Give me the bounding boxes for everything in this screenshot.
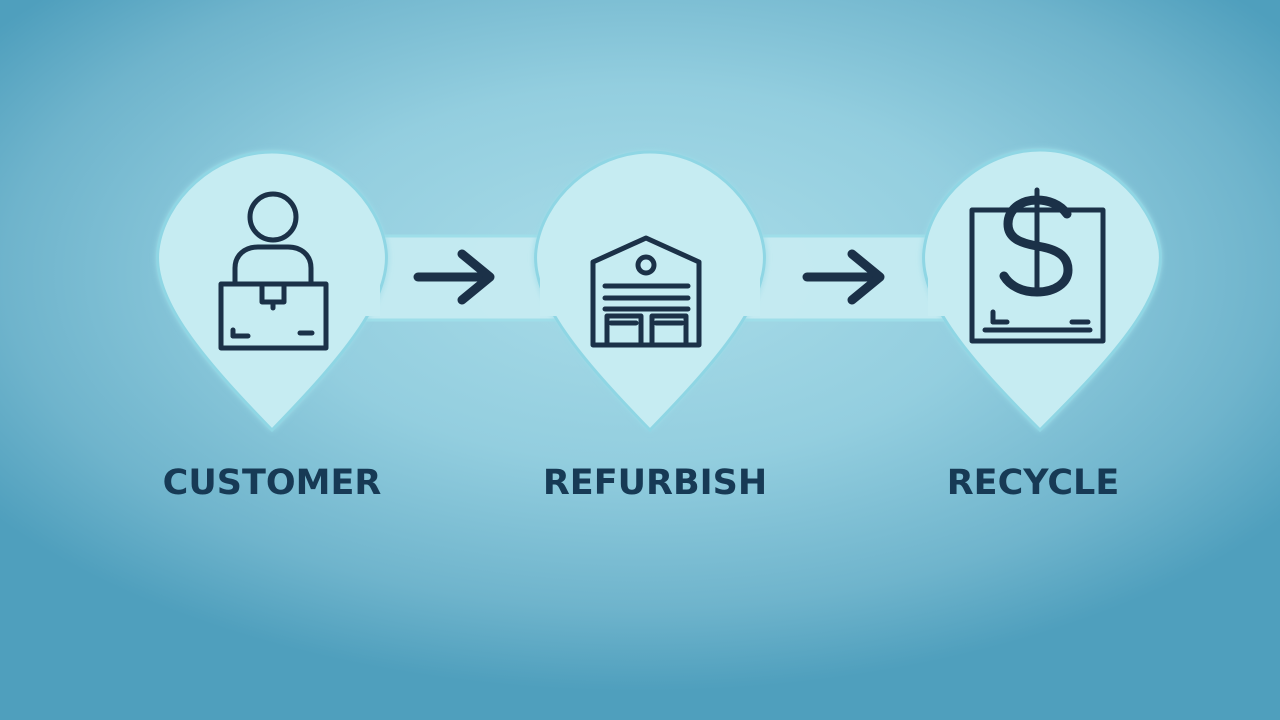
step-label-recycle: RECYCLE <box>946 463 1120 503</box>
pin-refurbish <box>534 150 766 433</box>
dollar-box-icon <box>969 187 1106 344</box>
person-with-box-icon <box>218 191 329 351</box>
arrow-right-icon <box>802 249 885 305</box>
step-label-customer: CUSTOMER <box>162 463 382 503</box>
pin-customer <box>156 150 388 433</box>
warehouse-icon <box>590 235 702 348</box>
arrow-right-icon <box>413 249 495 305</box>
step-label-refurbish: REFURBISH <box>542 463 768 503</box>
